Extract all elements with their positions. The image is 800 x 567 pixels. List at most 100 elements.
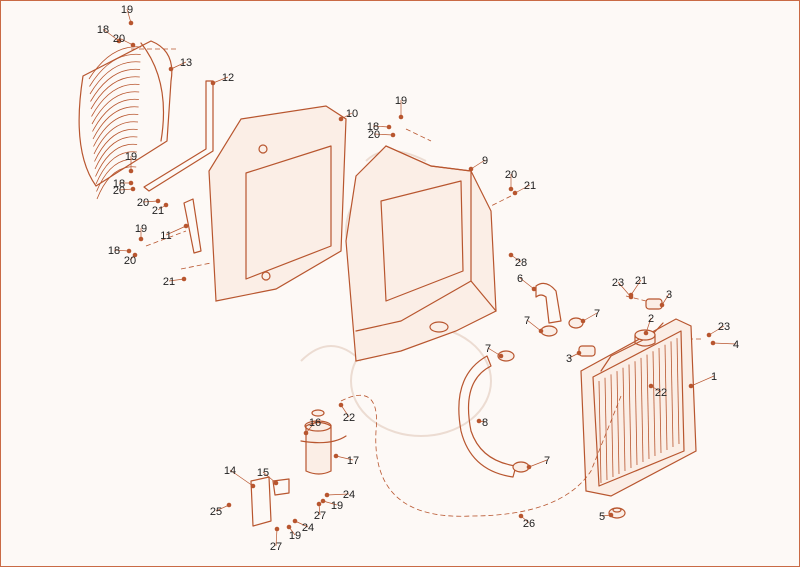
callout: 20	[124, 252, 138, 267]
callout: 10	[338, 108, 358, 122]
callout-number: 7	[485, 343, 491, 355]
hardware-marker	[132, 252, 138, 258]
callout: 19	[125, 151, 137, 174]
hardware-marker	[210, 80, 216, 86]
callout: 20	[113, 33, 136, 48]
hardware-marker	[126, 248, 132, 254]
callout: 22	[648, 383, 667, 399]
callout-leader	[118, 188, 134, 191]
part-filler-cap	[634, 329, 656, 347]
callout-number: 4	[733, 339, 739, 351]
callout: 4	[710, 339, 739, 351]
callout: 24	[324, 489, 355, 501]
callout-leader	[708, 325, 725, 336]
callout-number: 23	[718, 321, 730, 333]
guard-bar	[92, 98, 139, 132]
radiator-fin	[634, 361, 638, 466]
hardware-marker	[181, 276, 187, 282]
callout: 8	[476, 417, 488, 429]
hardware-marker	[710, 340, 716, 346]
callout-leader	[170, 61, 187, 70]
hardware-marker	[576, 350, 582, 356]
callout-number: 23	[612, 277, 624, 289]
part-brace-strip	[143, 80, 214, 192]
callout: 9	[468, 155, 488, 172]
hardware-marker	[250, 483, 256, 489]
callout-leader	[372, 125, 390, 128]
hardware-marker	[168, 66, 174, 72]
callout-number: 24	[302, 522, 314, 534]
callout: 19	[395, 95, 407, 120]
callout-number: 3	[666, 289, 672, 301]
callout-leader	[275, 528, 278, 547]
callout-leader	[118, 37, 134, 46]
hardware-marker	[183, 223, 189, 229]
callout-leader	[335, 455, 354, 461]
guard-bar	[94, 136, 138, 170]
guard-bar	[96, 158, 137, 192]
guard-bar	[89, 61, 141, 95]
radiator-fin	[622, 367, 626, 472]
callout: 7	[526, 455, 550, 470]
guard-bar	[95, 143, 138, 177]
callout: 7	[524, 315, 544, 334]
callout: 20	[368, 129, 396, 141]
part-reservoir	[300, 409, 347, 475]
part-lower-hose	[458, 355, 517, 478]
callout: 21	[628, 275, 647, 298]
callout-leader	[212, 76, 229, 84]
callout: 27	[314, 501, 326, 522]
hardware-marker	[130, 186, 136, 192]
hardware-marker	[333, 453, 339, 459]
hardware-marker	[498, 353, 504, 359]
hardware-marker	[128, 20, 134, 26]
part-shroud-panel	[208, 105, 347, 302]
hardware-marker	[580, 318, 586, 324]
callout: 21	[163, 276, 187, 288]
radiator-fin	[640, 357, 644, 463]
part-upper-hose	[535, 282, 562, 324]
hardware-marker	[138, 236, 144, 242]
radiator-fin	[658, 347, 662, 454]
hardware-marker	[531, 286, 537, 292]
guard-bar	[89, 53, 141, 87]
callout-leader	[645, 317, 652, 334]
callout: 3	[566, 350, 582, 365]
guard-bar	[93, 113, 139, 147]
callout: 28	[508, 252, 527, 269]
callout-leader	[519, 277, 535, 290]
callout-leader	[165, 225, 187, 236]
hardware-marker	[316, 501, 322, 507]
hardware-marker	[286, 524, 292, 530]
callout: 21	[152, 202, 169, 217]
callout: 19	[320, 498, 343, 512]
callout: 3	[659, 289, 672, 308]
callout: 2	[643, 313, 654, 336]
callout-leader	[582, 312, 598, 322]
callout: 23	[612, 277, 634, 300]
hardware-marker	[508, 186, 514, 192]
guard-bar	[93, 121, 139, 155]
callout-leader	[229, 469, 254, 487]
hardware-marker	[155, 198, 161, 204]
callout: 17	[333, 453, 359, 467]
callout-number: 20	[124, 255, 136, 267]
callout: 19	[135, 223, 147, 242]
radiator-fin	[652, 351, 656, 457]
callout-number: 19	[125, 151, 137, 163]
callout-number: 27	[270, 541, 282, 553]
callout: 11	[160, 223, 189, 242]
hardware-marker	[706, 332, 712, 338]
callout-number: 18	[108, 245, 120, 257]
callout-number: 6	[517, 273, 523, 285]
hardware-marker	[643, 330, 649, 336]
callout: 20	[113, 185, 136, 197]
callout-leader	[142, 200, 159, 203]
callout-number: 12	[222, 72, 234, 84]
hardware-marker	[273, 480, 279, 486]
callout-leader	[340, 404, 350, 418]
callout-number: 24	[343, 489, 355, 501]
callout-number: 2	[648, 313, 654, 325]
